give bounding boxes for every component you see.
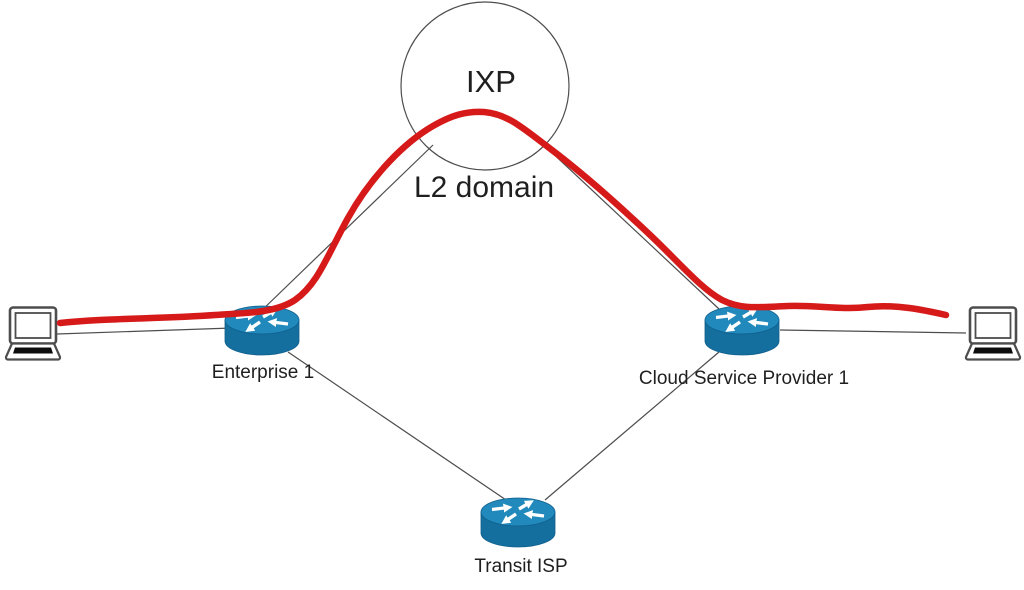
router-icon-transit	[481, 498, 555, 547]
l2-domain-label: L2 domain	[413, 171, 555, 204]
router-icon-cloud-provider	[705, 306, 779, 355]
traffic-path-red	[56, 108, 950, 327]
ixp-label: IXP	[466, 64, 516, 99]
cloud-provider-label: Cloud Service Provider 1	[638, 368, 850, 389]
link-cloudprovider-laptopright	[779, 329, 967, 334]
laptop-icon-left	[4, 306, 62, 361]
laptop-icon-right	[964, 306, 1022, 361]
enterprise-label: Enterprise 1	[211, 362, 315, 383]
link-enterprise-transit	[287, 351, 510, 503]
link-cloudprovider-transit	[544, 351, 720, 501]
link-laptopleft-enterprise	[56, 327, 233, 335]
transit-isp-label: Transit ISP	[474, 556, 568, 577]
link-ixp-cloudprovider	[545, 146, 720, 310]
